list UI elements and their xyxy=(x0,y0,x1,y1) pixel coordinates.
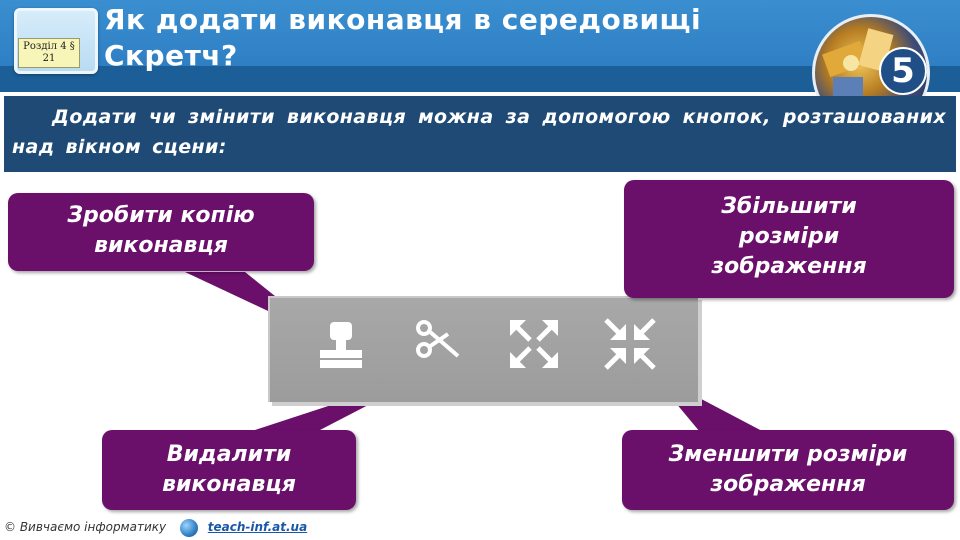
duplicate-button[interactable] xyxy=(310,312,374,376)
grow-callout: Збільшити розміри зображення xyxy=(624,180,954,298)
stamp-icon xyxy=(320,322,362,368)
intro-text-box: Додати чи змінити виконавця можна за доп… xyxy=(4,96,956,172)
badge-art-icon xyxy=(822,28,894,99)
grow-button[interactable] xyxy=(502,312,566,376)
footer: © Вивчаємо інформатику teach-inf.at.ua xyxy=(4,516,704,538)
shrink-button[interactable] xyxy=(598,312,662,376)
delete-button[interactable] xyxy=(406,312,470,376)
delete-callout: Видалити виконавця xyxy=(102,430,356,510)
page-title: Як додати виконавця в середовищі Скретч? xyxy=(104,3,702,72)
grow-callout-text: Збільшити розміри зображення xyxy=(711,194,867,279)
shrink-icon xyxy=(604,318,656,370)
header-bar: Розділ 4 § 21 Як додати виконавця в сере… xyxy=(0,0,960,92)
grade-number: 5 xyxy=(879,47,927,95)
footer-publisher: © Вивчаємо інформатику xyxy=(4,520,167,534)
header-band xyxy=(0,66,960,92)
shrink-callout: Зменшити розміри зображення xyxy=(622,430,954,510)
section-label-line2: 21 xyxy=(42,53,56,64)
delete-callout-text: Видалити виконавця xyxy=(162,442,296,497)
section-label: Розділ 4 § 21 xyxy=(18,38,80,68)
scissors-icon xyxy=(416,320,460,358)
sprite-toolbar xyxy=(268,296,698,402)
globe-icon xyxy=(179,518,198,537)
shrink-callout-text: Зменшити розміри зображення xyxy=(668,442,908,497)
expand-icon xyxy=(510,320,558,368)
copy-callout-text: Зробити копію виконавця xyxy=(67,203,255,258)
copy-callout: Зробити копію виконавця xyxy=(8,193,314,271)
section-label-line1: Розділ 4 § xyxy=(23,41,75,52)
intro-text: Додати чи змінити виконавця можна за доп… xyxy=(12,106,946,158)
footer-site-link[interactable]: teach-inf.at.ua xyxy=(207,520,308,534)
